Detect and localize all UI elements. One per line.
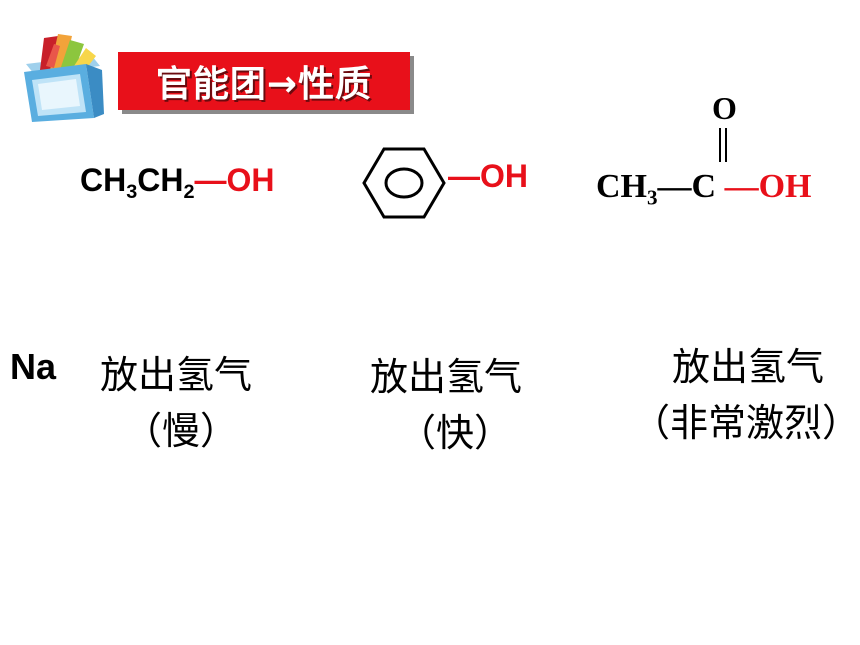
- acid-carbon-bond: —C: [657, 168, 717, 205]
- phenol-hydroxyl-group: —OH: [448, 158, 528, 194]
- acid-ch-part: CH: [596, 168, 647, 205]
- ethanol-reaction-result: 放出氢气: [100, 353, 253, 397]
- acid-sub-3: 3: [647, 185, 658, 210]
- ethanol-ch-part: CH: [80, 162, 127, 198]
- ethanol-hydroxyl-group: —OH: [194, 162, 275, 198]
- benzene-ring-icon: [362, 146, 452, 220]
- phenol-reaction-rate: （快）: [398, 411, 513, 455]
- phenol-reaction-result: 放出氢气: [370, 355, 523, 399]
- acid-hydroxyl-group: —OH: [724, 168, 812, 205]
- acid-reaction-result: 放出氢气: [672, 345, 825, 389]
- ethanol-formula: CH3CH2—OH: [80, 162, 275, 202]
- slide-title: 官能团→性质: [155, 64, 373, 105]
- book-stack-icon: [14, 26, 114, 126]
- ethanol-ch2-part: CH: [137, 162, 184, 198]
- ethanol-sub-3: 3: [126, 180, 138, 203]
- acetic-acid-formula: CH3—C —OH: [596, 168, 812, 210]
- title-banner: 官能团→性质: [118, 52, 410, 110]
- double-bond-line: [716, 128, 730, 162]
- acid-carbonyl-oxygen: O: [712, 90, 737, 126]
- ethanol-sub-2: 2: [183, 180, 195, 203]
- ethanol-reaction-rate: （慢）: [124, 409, 239, 453]
- sodium-reagent-label: Na: [10, 346, 57, 387]
- acid-reaction-rate: （非常激烈）: [632, 401, 860, 445]
